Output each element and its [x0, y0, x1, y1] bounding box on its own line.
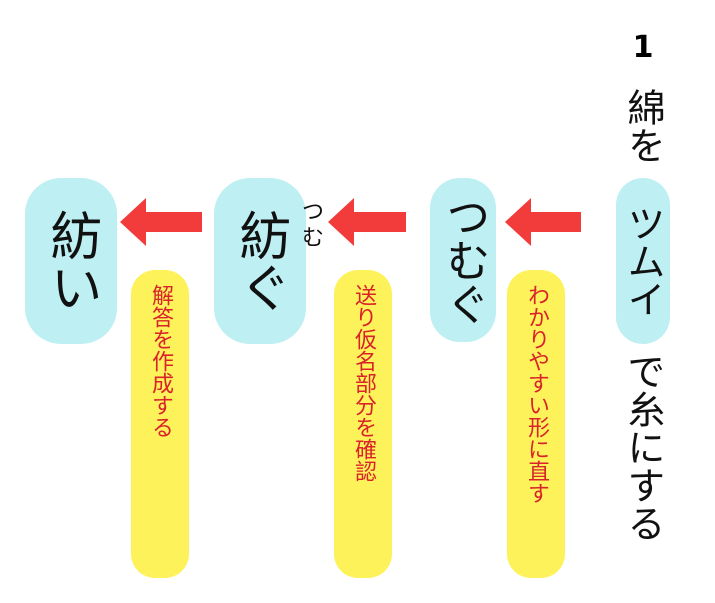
target-katakana: ツムイ — [621, 204, 665, 318]
final-answer: 紡い — [41, 209, 101, 313]
left-arrow-icon — [505, 198, 581, 246]
step-hiragana-answer: つむぐ — [438, 194, 489, 326]
final-answer-box: 紡い — [25, 178, 117, 344]
kanji-reading: つ む — [290, 200, 336, 252]
reading-char-2: む — [301, 226, 324, 251]
target-katakana-box: ツムイ — [616, 178, 670, 344]
note-okurigana: 送り仮名部分を確認 — [334, 270, 392, 578]
step-kanji-box: 紡ぐ — [214, 178, 306, 344]
sentence-before: 綿を — [621, 88, 665, 164]
step-kanji-answer: 紡ぐ — [230, 209, 290, 313]
note-okurigana-text: 送り仮名部分を確認 — [351, 284, 376, 482]
note-rewrite-text: わかりやすい形に直す — [524, 284, 549, 504]
left-arrow-icon — [120, 198, 202, 246]
note-create-answer: 解答を作成する — [131, 270, 189, 578]
reading-char-1: つ — [301, 200, 324, 225]
note-create-answer-text: 解答を作成する — [148, 284, 173, 438]
left-arrow-icon — [328, 198, 406, 246]
question-number: 1 — [632, 30, 654, 65]
sentence-after: で糸にする — [621, 352, 665, 542]
note-rewrite: わかりやすい形に直す — [507, 270, 565, 578]
step-hiragana-box: つむぐ — [430, 178, 496, 342]
